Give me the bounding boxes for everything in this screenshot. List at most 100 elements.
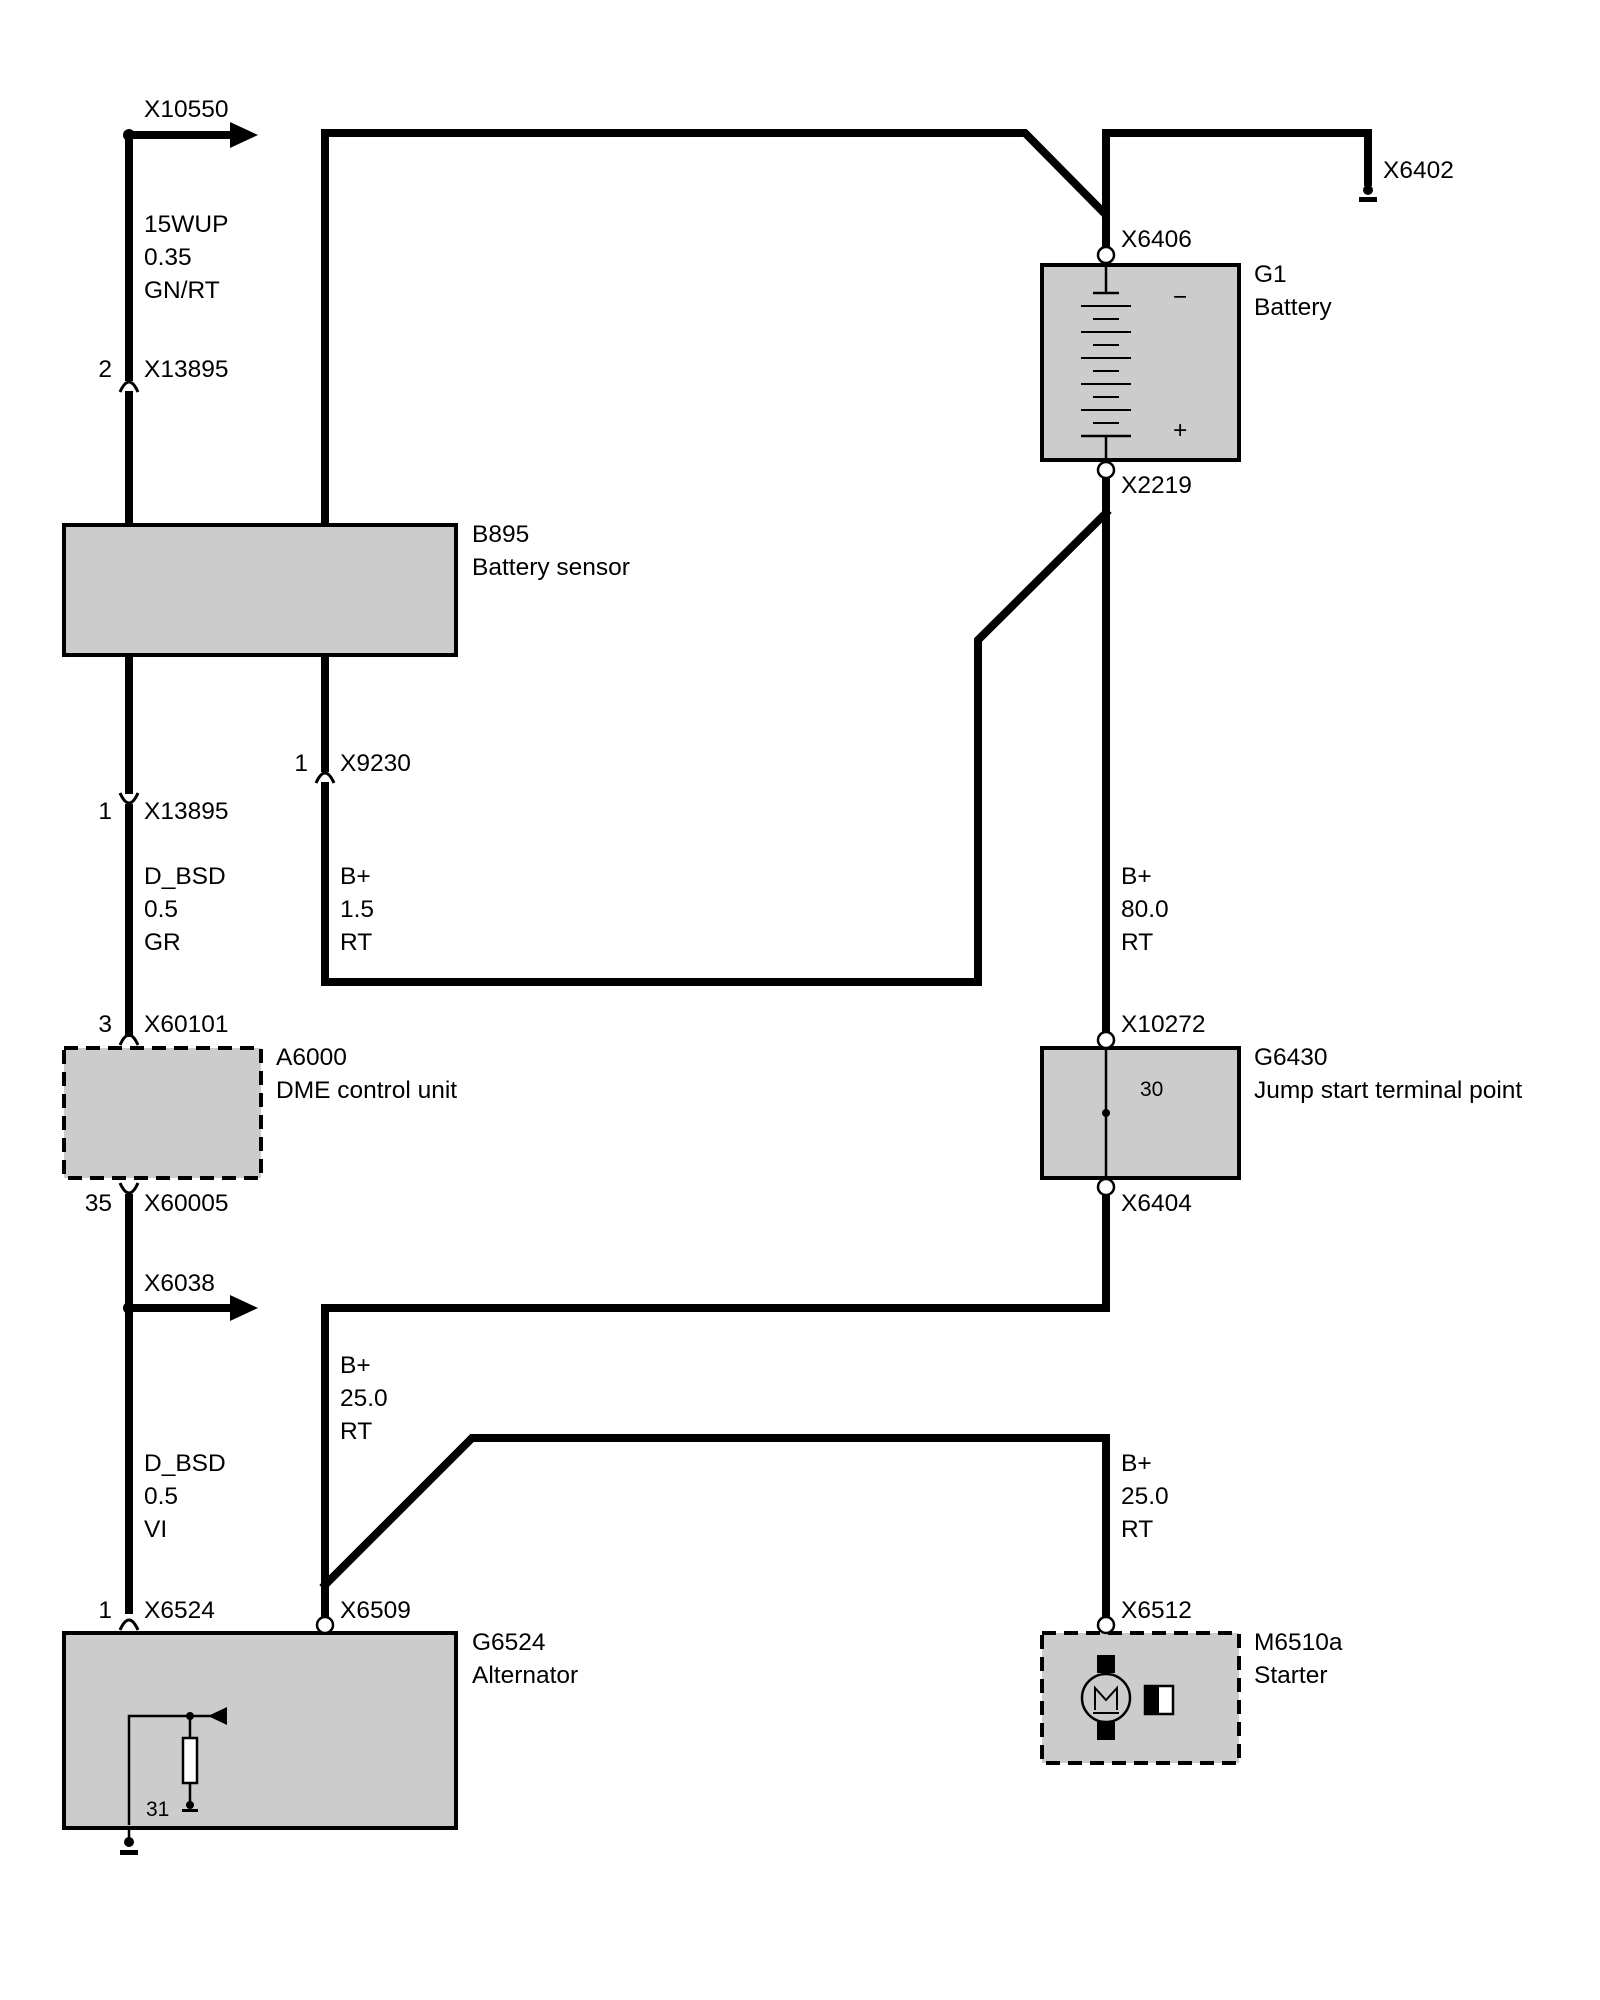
alternator-internal-symbol bbox=[127, 1707, 227, 1825]
pin-x6404[interactable] bbox=[1096, 1177, 1116, 1197]
wire-battery-negative[interactable] bbox=[321, 129, 1110, 529]
arrow-x10550 bbox=[230, 122, 258, 148]
svg-text:A6000: A6000 bbox=[276, 1044, 347, 1071]
svg-text:GN/RT: GN/RT bbox=[144, 277, 220, 304]
jump-start-terminal-label: 30 bbox=[1140, 1078, 1163, 1101]
svg-text:B+: B+ bbox=[1121, 863, 1152, 890]
ground-alternator-icon bbox=[120, 1837, 138, 1855]
svg-text:0.35: 0.35 bbox=[144, 244, 192, 271]
label-x2219: X2219 bbox=[1121, 472, 1192, 499]
wire-label-dbsd-vi: D_BSD 0.5 VI bbox=[144, 1450, 226, 1543]
pin-number-x60005: 35 bbox=[85, 1190, 112, 1217]
pin-number-x6524: 1 bbox=[98, 1597, 112, 1624]
svg-text:15WUP: 15WUP bbox=[144, 211, 228, 238]
alternator-terminal-label: 31 bbox=[146, 1798, 169, 1821]
pin-number-x13895-top: 2 bbox=[98, 356, 112, 383]
wire-bplus-25-starter[interactable] bbox=[319, 1434, 1110, 1629]
label-x13895-bottom: X13895 bbox=[144, 798, 228, 825]
component-label-g6524: G6524 Alternator bbox=[472, 1629, 578, 1689]
svg-text:Battery: Battery bbox=[1254, 294, 1332, 321]
pin-x13895-top[interactable] bbox=[118, 380, 140, 393]
component-label-g6430: G6430 Jump start terminal point bbox=[1254, 1044, 1522, 1104]
svg-text:G6430: G6430 bbox=[1254, 1044, 1328, 1071]
pin-x6406[interactable] bbox=[1096, 245, 1116, 265]
pin-x2219[interactable] bbox=[1096, 460, 1116, 480]
pin-x60101[interactable] bbox=[118, 1033, 140, 1046]
label-x6509: X6509 bbox=[340, 1597, 411, 1624]
battery-sensor-box[interactable] bbox=[62, 523, 458, 657]
pin-x6524[interactable] bbox=[118, 1618, 140, 1631]
label-x60005: X60005 bbox=[144, 1190, 228, 1217]
svg-text:GR: GR bbox=[144, 929, 181, 956]
wire-label-bplus-25-alternator: B+ 25.0 RT bbox=[340, 1352, 388, 1445]
svg-text:25.0: 25.0 bbox=[340, 1385, 388, 1412]
pin-number-x13895-bottom: 1 bbox=[98, 798, 112, 825]
pin-x60005[interactable] bbox=[118, 1182, 140, 1195]
jump-start-internal-dot bbox=[1102, 1109, 1110, 1117]
alternator-box[interactable] bbox=[62, 1631, 458, 1830]
svg-text:0.5: 0.5 bbox=[144, 896, 178, 923]
junction-x6038 bbox=[123, 1302, 135, 1314]
svg-text:Battery sensor: Battery sensor bbox=[472, 554, 630, 581]
label-x6038: X6038 bbox=[144, 1270, 215, 1297]
label-x6524: X6524 bbox=[144, 1597, 215, 1624]
component-label-m6510a: M6510a Starter bbox=[1254, 1629, 1343, 1689]
component-label-a6000: A6000 DME control unit bbox=[276, 1044, 457, 1104]
svg-text:B+: B+ bbox=[1121, 1450, 1152, 1477]
label-x9230: X9230 bbox=[340, 750, 411, 777]
ground-x6402-icon bbox=[1359, 185, 1377, 202]
wire-label-dbsd-gr: D_BSD 0.5 GR bbox=[144, 863, 226, 956]
svg-text:G1: G1 bbox=[1254, 261, 1287, 288]
svg-text:RT: RT bbox=[340, 929, 372, 956]
label-x6402: X6402 bbox=[1383, 157, 1454, 184]
svg-text:DME control unit: DME control unit bbox=[276, 1077, 457, 1104]
svg-text:D_BSD: D_BSD bbox=[144, 1450, 226, 1477]
battery-cells-icon bbox=[1081, 265, 1131, 460]
pin-x9230[interactable] bbox=[314, 771, 336, 784]
svg-text:G6524: G6524 bbox=[472, 1629, 546, 1656]
label-x10272: X10272 bbox=[1121, 1011, 1205, 1038]
pin-x13895-bottom[interactable] bbox=[118, 792, 140, 805]
svg-text:D_BSD: D_BSD bbox=[144, 863, 226, 890]
wire-bplus-1-5[interactable] bbox=[321, 507, 1112, 986]
svg-text:RT: RT bbox=[340, 1418, 372, 1445]
jump-start-terminal-box[interactable] bbox=[1040, 1046, 1241, 1180]
svg-text:Starter: Starter bbox=[1254, 1662, 1328, 1689]
svg-text:Jump start terminal point: Jump start terminal point bbox=[1254, 1077, 1522, 1104]
label-x13895-top: X13895 bbox=[144, 356, 228, 383]
pin-x6509[interactable] bbox=[315, 1615, 335, 1635]
wires bbox=[125, 129, 1372, 1629]
battery-minus-label: − bbox=[1173, 284, 1187, 311]
pin-number-x9230: 1 bbox=[294, 750, 308, 777]
wire-ground-x6402[interactable] bbox=[1102, 129, 1372, 219]
label-x6512: X6512 bbox=[1121, 1597, 1192, 1624]
svg-text:80.0: 80.0 bbox=[1121, 896, 1169, 923]
label-x60101: X60101 bbox=[144, 1011, 228, 1038]
pin-number-x60101: 3 bbox=[98, 1011, 112, 1038]
junction-x10550 bbox=[123, 129, 135, 141]
svg-text:1.5: 1.5 bbox=[340, 896, 374, 923]
battery-box[interactable] bbox=[1040, 263, 1241, 462]
svg-text:25.0: 25.0 bbox=[1121, 1483, 1169, 1510]
svg-text:Alternator: Alternator bbox=[472, 1662, 578, 1689]
label-x6406: X6406 bbox=[1121, 226, 1192, 253]
label-x10550: X10550 bbox=[144, 96, 228, 123]
svg-text:B+: B+ bbox=[340, 863, 371, 890]
starter-box[interactable] bbox=[1040, 1631, 1241, 1765]
svg-text:M6510a: M6510a bbox=[1254, 1629, 1343, 1656]
pin-x6512[interactable] bbox=[1096, 1615, 1116, 1635]
arrow-x6038 bbox=[230, 1295, 258, 1321]
battery-plus-label: + bbox=[1173, 417, 1187, 444]
starter-motor-icon bbox=[1080, 1655, 1175, 1740]
dme-control-unit-box[interactable] bbox=[62, 1046, 263, 1180]
wire-label-bplus-25-starter: B+ 25.0 RT bbox=[1121, 1450, 1169, 1543]
wire-bplus-25-alternator[interactable] bbox=[321, 1186, 1110, 1629]
svg-text:B+: B+ bbox=[340, 1352, 371, 1379]
pin-x10272[interactable] bbox=[1096, 1030, 1116, 1050]
svg-text:VI: VI bbox=[144, 1516, 167, 1543]
wire-label-bplus-1-5: B+ 1.5 RT bbox=[340, 863, 374, 956]
component-label-b895: B895 Battery sensor bbox=[472, 521, 630, 581]
svg-text:0.5: 0.5 bbox=[144, 1483, 178, 1510]
svg-text:B895: B895 bbox=[472, 521, 529, 548]
svg-text:RT: RT bbox=[1121, 1516, 1153, 1543]
